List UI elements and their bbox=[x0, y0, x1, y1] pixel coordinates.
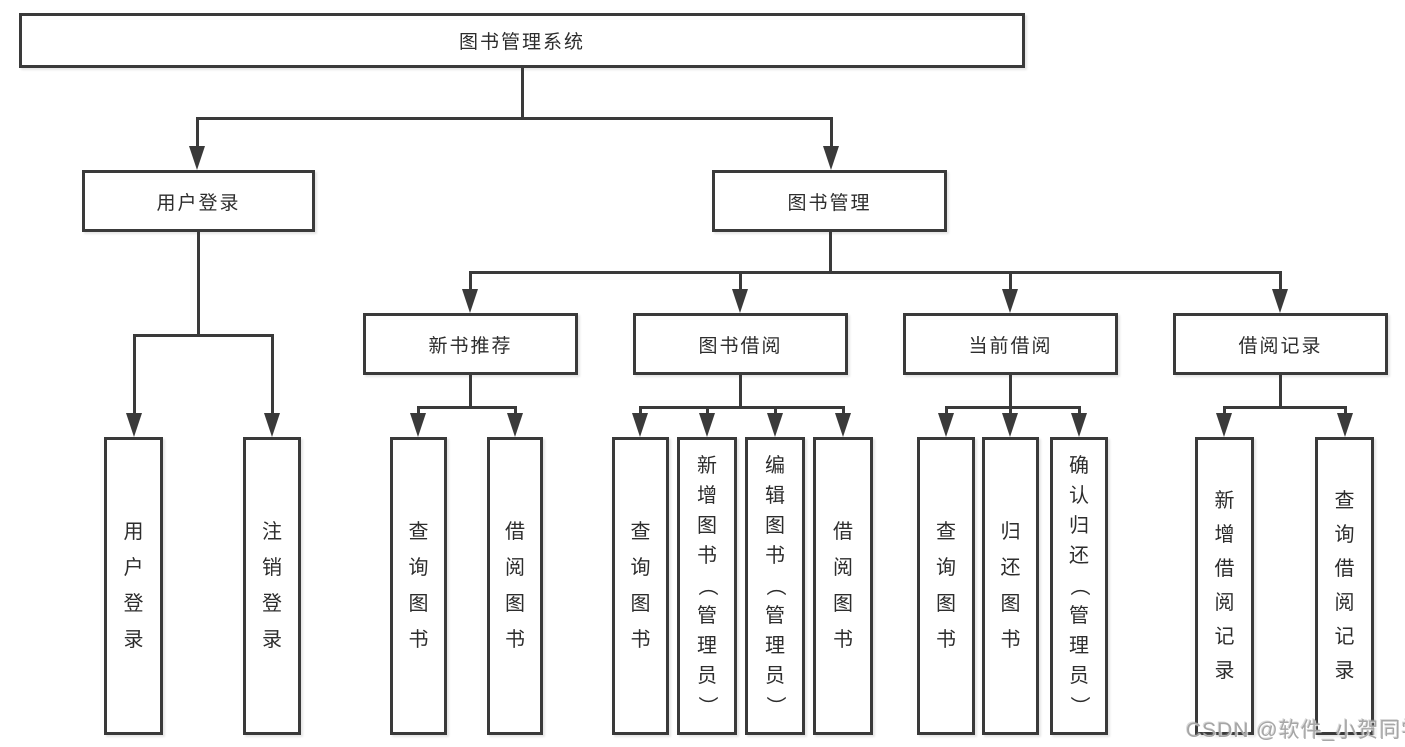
leaf-rec-query-books: 查询图书 bbox=[390, 437, 447, 735]
node-book-borrow-label: 图书借阅 bbox=[698, 335, 783, 357]
leaf-bb-add-books-admin-label: 新增图书（管理员） bbox=[696, 455, 718, 716]
node-user-login: 用户登录 bbox=[82, 170, 315, 232]
arrowhead-icon bbox=[835, 413, 851, 437]
leaf-bb-edit-books-admin: 编辑图书（管理员） bbox=[745, 437, 805, 735]
leaf-bb-add-books-admin: 新增图书（管理员） bbox=[677, 437, 737, 735]
connector-line bbox=[417, 406, 517, 409]
leaf-br-query-record: 查询借阅记录 bbox=[1315, 437, 1374, 735]
connector-line bbox=[133, 334, 274, 337]
leaf-br-query-record-label: 查询借阅记录 bbox=[1334, 490, 1355, 682]
node-book-borrow: 图书借阅 bbox=[633, 313, 848, 375]
arrowhead-icon bbox=[507, 413, 523, 437]
connector-line bbox=[514, 406, 517, 417]
node-borrow-record-label: 借阅记录 bbox=[1238, 335, 1323, 357]
node-user-login-label: 用户登录 bbox=[156, 192, 241, 214]
arrowhead-icon bbox=[462, 289, 478, 313]
arrowhead-icon bbox=[1337, 413, 1353, 437]
arrowhead-icon bbox=[1071, 413, 1087, 437]
connector-line bbox=[1344, 406, 1347, 417]
arrowhead-icon bbox=[1002, 413, 1018, 437]
arrowhead-icon bbox=[410, 413, 426, 437]
arrowhead-icon bbox=[1216, 413, 1232, 437]
connector-line bbox=[417, 406, 420, 417]
connector-line bbox=[521, 68, 524, 120]
leaf-cb-query-books-label: 查询图书 bbox=[936, 521, 956, 651]
arrowhead-icon bbox=[767, 413, 783, 437]
connector-line bbox=[469, 271, 1282, 274]
connector-line bbox=[739, 271, 742, 292]
leaf-user-login: 用户登录 bbox=[104, 437, 163, 735]
connector-line bbox=[706, 406, 709, 417]
arrowhead-icon bbox=[823, 146, 839, 170]
arrowhead-icon bbox=[938, 413, 954, 437]
leaf-bb-borrow-books: 借阅图书 bbox=[813, 437, 873, 735]
connector-line bbox=[469, 375, 472, 409]
leaf-bb-borrow-books-label: 借阅图书 bbox=[833, 521, 853, 651]
connector-line bbox=[271, 334, 274, 416]
csdn-watermark: CSDN @软件_小贺同学 bbox=[1186, 719, 1405, 742]
leaf-br-add-record-label: 新增借阅记录 bbox=[1214, 490, 1235, 682]
connector-line bbox=[830, 117, 833, 150]
arrowhead-icon bbox=[189, 146, 205, 170]
connector-line bbox=[1009, 271, 1012, 292]
arrowhead-icon bbox=[1002, 289, 1018, 313]
connector-line bbox=[829, 232, 832, 274]
leaf-rec-query-books-label: 查询图书 bbox=[408, 521, 429, 651]
connector-line bbox=[133, 334, 136, 416]
node-new-book-rec: 新书推荐 bbox=[363, 313, 578, 375]
node-current-borrow: 当前借阅 bbox=[903, 313, 1118, 375]
node-new-book-rec-label: 新书推荐 bbox=[428, 335, 513, 357]
node-current-borrow-label: 当前借阅 bbox=[968, 335, 1053, 357]
arrowhead-icon bbox=[126, 413, 142, 437]
connector-line bbox=[197, 232, 200, 337]
node-root: 图书管理系统 bbox=[19, 13, 1025, 68]
connector-line bbox=[196, 117, 199, 150]
arrowhead-icon bbox=[732, 289, 748, 313]
arrowhead-icon bbox=[632, 413, 648, 437]
leaf-rec-borrow-books-label: 借阅图书 bbox=[505, 521, 525, 651]
connector-line bbox=[1279, 375, 1282, 409]
connector-line bbox=[639, 406, 845, 409]
connector-line bbox=[774, 406, 777, 417]
arrowhead-icon bbox=[264, 413, 280, 437]
node-borrow-record: 借阅记录 bbox=[1173, 313, 1388, 375]
leaf-bb-edit-books-admin-label: 编辑图书（管理员） bbox=[764, 455, 786, 716]
connector-line bbox=[469, 271, 472, 292]
node-book-mgmt-label: 图书管理 bbox=[787, 192, 872, 214]
leaf-bb-query-books-label: 查询图书 bbox=[630, 521, 651, 651]
connector-line bbox=[1078, 406, 1081, 417]
arrowhead-icon bbox=[1272, 289, 1288, 313]
leaf-bb-query-books: 查询图书 bbox=[612, 437, 669, 735]
leaf-br-add-record: 新增借阅记录 bbox=[1195, 437, 1254, 735]
node-root-label: 图书管理系统 bbox=[458, 32, 585, 53]
connector-line bbox=[842, 406, 845, 417]
connector-line bbox=[639, 406, 642, 417]
leaf-cb-return-books-label: 归还图书 bbox=[1000, 521, 1021, 651]
leaf-rec-borrow-books: 借阅图书 bbox=[487, 437, 543, 735]
node-book-mgmt: 图书管理 bbox=[712, 170, 947, 232]
leaf-cb-return-books: 归还图书 bbox=[982, 437, 1039, 735]
connector-line bbox=[945, 406, 948, 417]
connector-line bbox=[1223, 406, 1226, 417]
leaf-logout-label: 注销登录 bbox=[262, 521, 282, 651]
leaf-cb-confirm-return-admin-label: 确认归还（管理员） bbox=[1068, 455, 1090, 716]
connector-line bbox=[1009, 375, 1012, 409]
arrowhead-icon bbox=[699, 413, 715, 437]
leaf-user-login-label: 用户登录 bbox=[123, 521, 144, 651]
connector-line bbox=[945, 406, 1081, 409]
connector-line bbox=[196, 117, 833, 120]
connector-line bbox=[1279, 271, 1282, 292]
leaf-logout: 注销登录 bbox=[243, 437, 301, 735]
connector-line bbox=[1223, 406, 1347, 409]
leaf-cb-confirm-return-admin: 确认归还（管理员） bbox=[1050, 437, 1108, 735]
leaf-cb-query-books: 查询图书 bbox=[917, 437, 975, 735]
connector-line bbox=[739, 375, 742, 409]
connector-line bbox=[1009, 406, 1012, 417]
